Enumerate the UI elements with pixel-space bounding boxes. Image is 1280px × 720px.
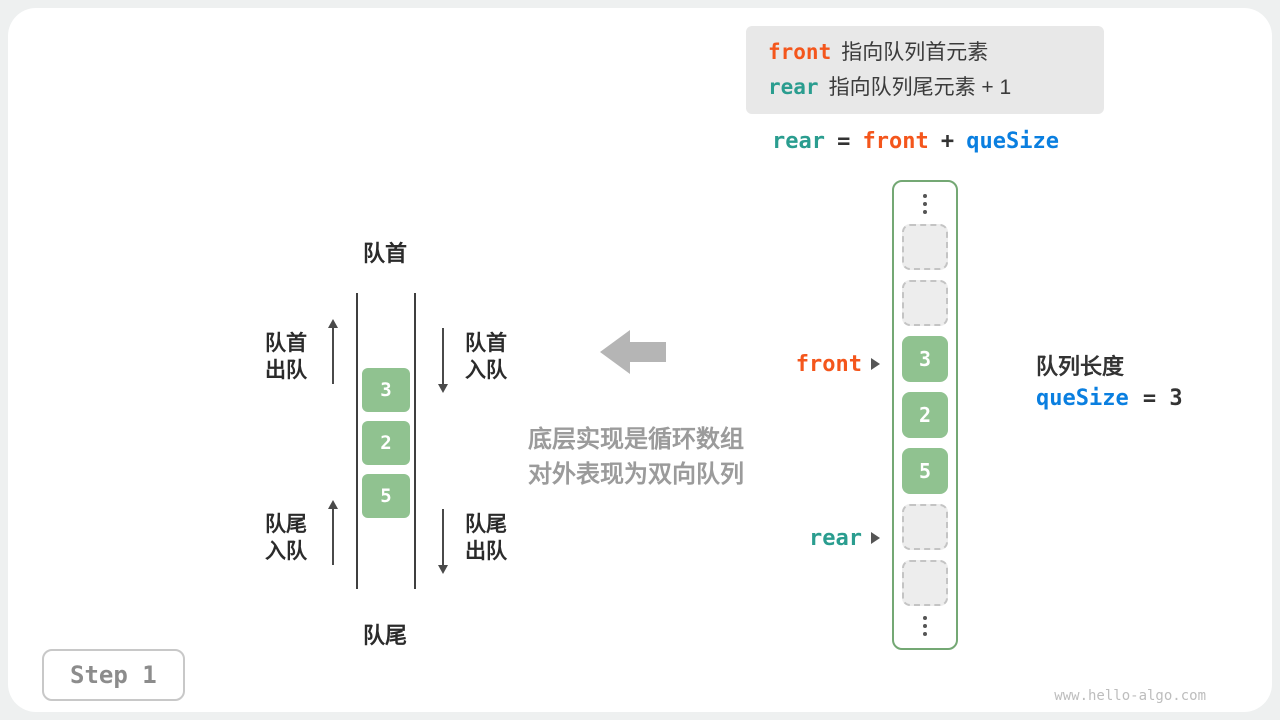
array-cell-empty-4 — [902, 560, 948, 606]
queue-rail-left — [356, 293, 358, 589]
rear-dequeue-label: 队尾 出队 — [460, 511, 512, 565]
queue-cell-5: 5 — [362, 474, 410, 518]
array-cell-value-2: 2 — [902, 392, 948, 438]
queue-length-value: queSize = 3 — [1036, 385, 1183, 411]
step-badge: Step 1 — [42, 649, 185, 701]
rear-enqueue-line2: 入队 — [265, 540, 307, 563]
front-pointer: front — [762, 351, 880, 377]
array-cell-empty-2 — [902, 280, 948, 326]
rear-formula: rear = front + queSize — [772, 128, 1065, 154]
formula-front: front — [862, 129, 929, 154]
rear-pointer-label: rear — [809, 525, 862, 551]
caption-line1: 底层实现是循环数组 — [528, 426, 744, 453]
queue-cell-3: 3 — [362, 368, 410, 412]
formula-rear: rear — [772, 129, 825, 154]
big-left-arrow-icon — [600, 328, 666, 381]
caption-line2: 对外表现为双向队列 — [528, 461, 744, 488]
queue-rail-right — [414, 293, 416, 589]
front-enqueue-line1: 队首 — [465, 332, 507, 355]
rear-dequeue-line1: 队尾 — [465, 513, 507, 536]
array-cell-empty-3 — [902, 504, 948, 550]
queue-cell-2: 2 — [362, 421, 410, 465]
queue-rear-label: 队尾 — [362, 623, 407, 648]
rear-enqueue-label: 队尾 入队 — [260, 511, 312, 565]
legend-front-text: 指向队列首元素 — [841, 41, 989, 64]
array-cell-value-5: 5 — [902, 448, 948, 494]
vertical-ellipsis-top-icon — [923, 194, 927, 214]
front-enqueue-line2: 入队 — [465, 359, 507, 382]
front-dequeue-line2: 出队 — [265, 359, 307, 382]
arrow-up-front-dequeue-icon — [328, 319, 338, 384]
queue-length-label: 队列长度 — [1036, 354, 1125, 379]
legend-line-rear: rear 指向队列尾元素 + 1 — [768, 70, 1082, 105]
rear-enqueue-line1: 队尾 — [265, 513, 307, 536]
arrow-up-rear-enqueue-icon — [328, 500, 338, 565]
rear-pointer-arrow-icon — [871, 532, 880, 544]
rear-keyword: rear — [768, 75, 819, 99]
array-cell-empty-1 — [902, 224, 948, 270]
front-enqueue-label: 队首 入队 — [460, 330, 512, 384]
watermark: www.hello-algo.com — [1054, 688, 1206, 704]
implementation-caption: 底层实现是循环数组 对外表现为双向队列 — [478, 422, 794, 492]
quesize-value: = 3 — [1142, 386, 1183, 411]
legend-line-front: front 指向队列首元素 — [768, 35, 1082, 70]
formula-quesize: queSize — [966, 129, 1059, 154]
formula-equals: = — [837, 129, 851, 154]
formula-plus: + — [940, 129, 955, 154]
front-dequeue-label: 队首 出队 — [260, 330, 312, 384]
rear-dequeue-line2: 出队 — [465, 540, 507, 563]
rear-pointer: rear — [762, 525, 880, 551]
front-keyword: front — [768, 40, 832, 64]
vertical-ellipsis-bottom-icon — [923, 616, 927, 636]
front-pointer-arrow-icon — [871, 358, 880, 370]
arrow-down-rear-dequeue-icon — [438, 509, 448, 574]
queue-front-label: 队首 — [362, 241, 407, 266]
legend-rear-text: 指向队列尾元素 + 1 — [828, 76, 1012, 99]
array-cell-value-3: 3 — [902, 336, 948, 382]
arrow-down-front-enqueue-icon — [438, 328, 448, 393]
circular-array: 3 2 5 — [892, 180, 958, 650]
front-pointer-label: front — [795, 351, 862, 377]
front-dequeue-line1: 队首 — [265, 332, 307, 355]
pointer-legend-box: front 指向队列首元素 rear 指向队列尾元素 + 1 — [746, 26, 1104, 114]
figure-card: front 指向队列首元素 rear 指向队列尾元素 + 1 rear = fron… — [8, 8, 1272, 712]
quesize-var: queSize — [1036, 386, 1129, 411]
